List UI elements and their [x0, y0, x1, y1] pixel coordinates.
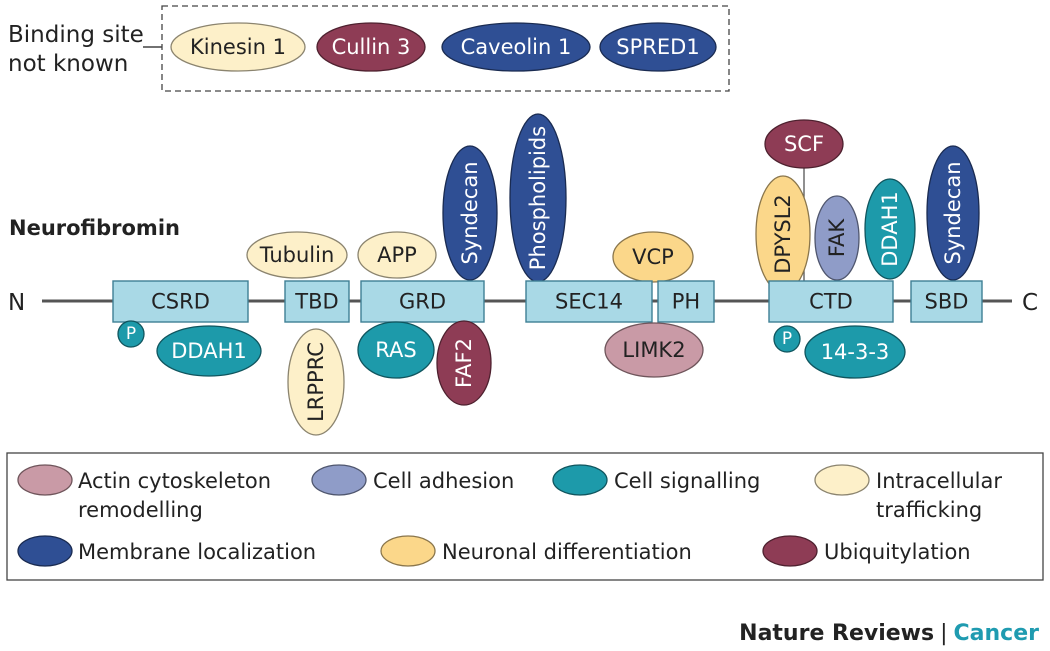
lrpprc-label: LRPPRC [304, 342, 328, 422]
domain-ctd: CTD [768, 280, 894, 323]
ras-ellipse: RAS [357, 321, 435, 379]
dpysl2-ellipse: DPYSL2 [755, 175, 811, 293]
legend-ubiquitylation: Ubiquitylation [762, 535, 971, 567]
phospholipids-ellipse: Phospholipids [509, 113, 567, 283]
cullin-3-label: Cullin 3 [332, 35, 411, 59]
domain-sbd-label: SBD [925, 290, 969, 314]
limk2-ellipse: LIMK2 [604, 322, 704, 378]
domain-tbd-label: TBD [294, 290, 338, 314]
ddah1-ctd-ellipse: DDAH1 [864, 178, 916, 280]
syndecan-sbd-ellipse: Syndecan [926, 145, 980, 281]
n-terminus: N [8, 290, 25, 316]
domain-csrd-label: CSRD [151, 290, 210, 314]
cullin-3-ellipse: Cullin 3 [316, 22, 426, 72]
credit-separator: | [940, 621, 947, 646]
legend: Actin cytoskeleton remodelling Cell adhe… [6, 452, 1044, 581]
domain-grd: GRD [360, 280, 485, 323]
unknown-box [161, 5, 730, 92]
domain-sbd: SBD [910, 280, 983, 323]
kinesin-1-ellipse: Kinesin 1 [170, 22, 306, 72]
legend-signalling: Cell signalling [552, 464, 760, 496]
partners-below: DDAH1 LRPPRC RAS FAF2 LIMK2 14-3-3 P P [117, 320, 906, 436]
journal-section: Cancer [954, 621, 1040, 646]
phospho-csrd-label: P [126, 324, 136, 344]
spred1-label: SPRED1 [616, 35, 699, 59]
unknown-binding-section: Binding site not known Kinesin 1 Cullin … [8, 5, 730, 92]
legend-box [6, 452, 1044, 581]
legend-membrane-label: Membrane localization [78, 540, 316, 564]
vcp-label: VCP [632, 245, 674, 269]
legend-membrane-swatch [17, 535, 73, 567]
journal-name: Nature Reviews [739, 621, 934, 646]
tubulin-ellipse: Tubulin [246, 231, 348, 279]
faf2-ellipse: FAF2 [436, 320, 492, 406]
legend-neuronal-swatch [380, 535, 436, 567]
unknown-label-line2: not known [8, 51, 128, 77]
legend-neuronal: Neuronal differentiation [380, 535, 692, 567]
phospho-csrd: P [117, 320, 145, 348]
legend-adhesion-swatch [311, 464, 367, 496]
legend-neuronal-label: Neuronal differentiation [442, 540, 692, 564]
syndecan-sbd-label: Syndecan [941, 161, 965, 264]
kinesin-1-label: Kinesin 1 [190, 35, 286, 59]
partners-above: Tubulin APP Syndecan Phospholipids VCP S… [246, 113, 980, 293]
legend-intracellular-label: Intracellular [876, 469, 1002, 493]
legend-actin-swatch [17, 464, 73, 496]
lrpprc-ellipse: LRPPRC [287, 328, 345, 436]
domain-ph-label: PH [672, 290, 700, 314]
legend-intracellular-swatch [814, 464, 870, 496]
14-3-3-ellipse: 14-3-3 [804, 325, 906, 379]
fak-ellipse: FAK [814, 195, 860, 281]
fak-label: FAK [825, 218, 849, 258]
domain-grd-label: GRD [399, 290, 446, 314]
domain-ph: PH [657, 280, 715, 323]
limk2-label: LIMK2 [622, 338, 685, 362]
legend-intracellular: Intracellular trafficking [814, 464, 1002, 522]
legend-membrane: Membrane localization [17, 535, 316, 567]
protein-backbone-group: N C CSRD TBD GRD SEC14 PH CTD SBD [8, 280, 1038, 323]
ddah1-csrd-ellipse: DDAH1 [156, 325, 262, 377]
dpysl2-label: DPYSL2 [771, 194, 795, 274]
vcp-ellipse: VCP [612, 231, 694, 283]
domain-tbd: TBD [284, 280, 350, 323]
syndecan-grd-label: Syndecan [458, 161, 482, 264]
phospho-ctd-label: P [782, 329, 792, 349]
ras-label: RAS [375, 338, 416, 362]
legend-signalling-swatch [552, 464, 608, 496]
c-terminus: C [1022, 290, 1038, 316]
unknown-label-line1: Binding site [8, 22, 144, 48]
domain-ctd-label: CTD [809, 290, 853, 314]
14-3-3-label: 14-3-3 [821, 340, 890, 364]
journal-credit: Nature Reviews| Cancer [739, 621, 1039, 646]
phospho-ctd: P [773, 325, 801, 353]
legend-adhesion-label: Cell adhesion [373, 469, 514, 493]
app-label: APP [377, 243, 417, 267]
syndecan-grd-ellipse: Syndecan [442, 145, 498, 281]
legend-signalling-label: Cell signalling [614, 469, 760, 493]
spred1-ellipse: SPRED1 [599, 22, 717, 72]
domain-sec14-label: SEC14 [555, 290, 623, 314]
tubulin-label: Tubulin [259, 243, 335, 267]
caveolin-1-label: Caveolin 1 [461, 35, 572, 59]
legend-intracellular-label-2: trafficking [876, 498, 982, 522]
protein-title: Neurofibromin [9, 216, 180, 240]
legend-actin-label-2: remodelling [78, 498, 203, 522]
scf-label: SCF [784, 132, 824, 156]
faf2-label: FAF2 [452, 338, 476, 388]
legend-adhesion: Cell adhesion [311, 464, 514, 496]
app-ellipse: APP [357, 231, 437, 279]
legend-ubiquitylation-swatch [762, 535, 818, 567]
caveolin-1-ellipse: Caveolin 1 [441, 22, 591, 72]
legend-ubiquitylation-label: Ubiquitylation [824, 540, 971, 564]
ddah1-csrd-label: DDAH1 [171, 339, 247, 363]
scf-ellipse: SCF [764, 119, 844, 169]
ddah1-ctd-label: DDAH1 [878, 191, 902, 267]
domain-sec14: SEC14 [525, 280, 653, 323]
legend-actin: Actin cytoskeleton remodelling [17, 464, 271, 522]
domain-csrd: CSRD [112, 280, 249, 323]
legend-actin-label: Actin cytoskeleton [78, 469, 271, 493]
phospholipids-label: Phospholipids [526, 126, 550, 270]
